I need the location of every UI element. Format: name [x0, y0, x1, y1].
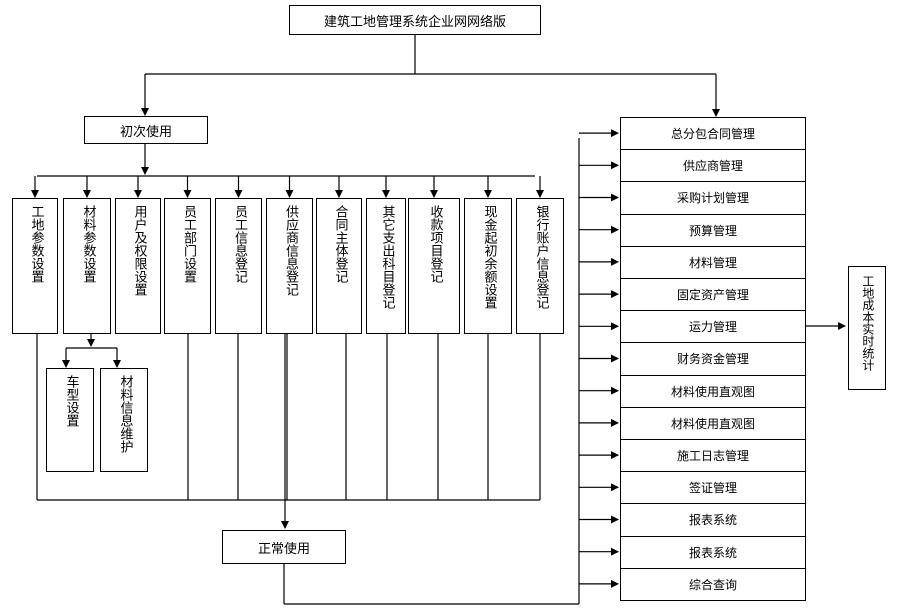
sub-item-vehicle-type: 车型设置	[46, 368, 94, 472]
setup-item-label: 现金起初余额设置	[481, 205, 497, 309]
setup-item-7: 其它支出科目登记	[366, 198, 406, 334]
setup-item-0: 工地参数设置	[12, 198, 58, 334]
module-item-label: 综合查询	[688, 577, 737, 592]
setup-item-1: 材料参数设置	[63, 198, 111, 334]
module-item-8: 材料使用直观图	[620, 374, 806, 408]
module-item-label: 报表系统	[688, 545, 737, 560]
module-item-3: 预算管理	[620, 213, 806, 247]
setup-item-label: 用户及权限设置	[131, 205, 147, 296]
initial-use-label: 初次使用	[119, 124, 172, 140]
setup-item-label: 员工部门设置	[180, 205, 196, 283]
module-item-0: 总分包合同管理	[620, 117, 806, 151]
normal-use-label: 正常使用	[257, 541, 310, 557]
module-item-label: 材料管理	[688, 255, 737, 270]
module-item-4: 材料管理	[620, 245, 806, 279]
module-item-label: 预算管理	[688, 223, 737, 238]
setup-item-label: 材料参数设置	[80, 205, 96, 283]
module-item-label: 财务资金管理	[676, 352, 749, 367]
module-item-11: 签证管理	[620, 471, 806, 505]
module-item-5: 固定资产管理	[620, 278, 806, 312]
cost-stats-box: 工地成本实时统计	[848, 266, 886, 390]
module-item-label: 运力管理	[688, 320, 737, 335]
module-item-6: 运力管理	[620, 310, 806, 344]
setup-item-label: 工地参数设置	[28, 205, 44, 283]
system-title-box: 建筑工地管理系统企业网网络版	[289, 5, 541, 35]
setup-item-label: 供应商信息登记	[282, 205, 298, 296]
module-item-label: 签证管理	[688, 481, 737, 496]
setup-item-10: 银行账户信息登记	[516, 198, 564, 334]
setup-item-label: 合同主体登记	[332, 205, 348, 283]
module-item-12: 报表系统	[620, 503, 806, 537]
module-item-2: 采购计划管理	[620, 181, 806, 215]
module-item-7: 财务资金管理	[620, 342, 806, 376]
setup-item-4: 员工信息登记	[215, 198, 262, 334]
setup-item-label: 其它支出科目登记	[379, 205, 395, 309]
setup-item-label: 员工信息登记	[231, 205, 247, 283]
module-item-label: 供应商管理	[682, 159, 743, 174]
module-item-13: 报表系统	[620, 535, 806, 569]
setup-item-label: 银行账户信息登记	[533, 205, 549, 309]
setup-item-label: 收款项目登记	[427, 205, 443, 283]
module-item-label: 采购计划管理	[676, 191, 749, 206]
sub-item-label: 材料信息维护	[117, 375, 133, 453]
module-item-label: 总分包合同管理	[670, 127, 755, 142]
module-item-9: 材料使用直观图	[620, 406, 806, 440]
setup-item-2: 用户及权限设置	[115, 198, 161, 334]
module-item-label: 固定资产管理	[676, 288, 749, 303]
module-item-label: 材料使用直观图	[670, 416, 755, 431]
module-item-14: 综合查询	[620, 567, 806, 601]
setup-item-8: 收款项目登记	[408, 198, 460, 334]
module-item-1: 供应商管理	[620, 149, 806, 183]
normal-use-box: 正常使用	[222, 530, 346, 564]
sub-item-material-info: 材料信息维护	[100, 368, 148, 472]
module-item-label: 报表系统	[688, 513, 737, 528]
module-item-label: 材料使用直观图	[670, 384, 755, 399]
system-title: 建筑工地管理系统企业网网络版	[323, 14, 506, 30]
initial-use-box: 初次使用	[84, 116, 208, 144]
module-item-10: 施工日志管理	[620, 439, 806, 473]
setup-item-9: 现金起初余额设置	[464, 198, 512, 334]
setup-item-6: 合同主体登记	[316, 198, 362, 334]
module-item-label: 施工日志管理	[676, 449, 749, 464]
setup-item-3: 员工部门设置	[164, 198, 211, 334]
cost-stats-label: 工地成本实时统计	[860, 275, 875, 371]
sub-item-label: 车型设置	[63, 375, 79, 427]
setup-item-5: 供应商信息登记	[266, 198, 313, 334]
